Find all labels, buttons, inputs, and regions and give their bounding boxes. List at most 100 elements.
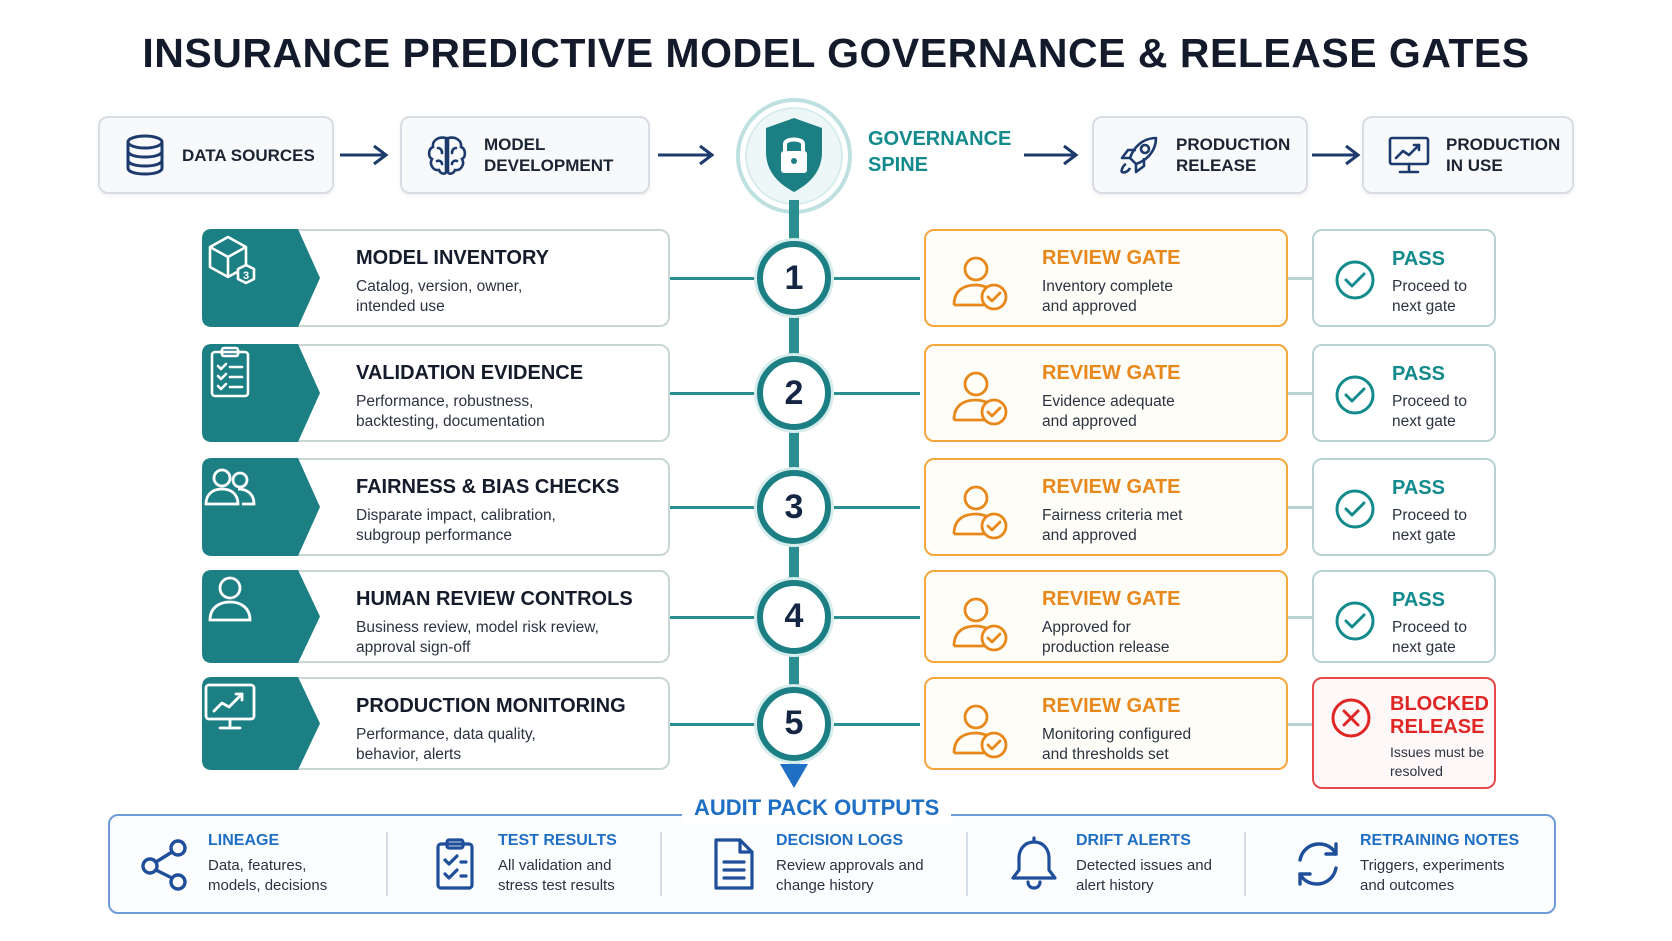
share-nodes-icon [141, 839, 187, 891]
stage-number: 2 [757, 356, 831, 430]
cube-icon: 3 [208, 235, 256, 285]
stage-card-5: PRODUCTION MONITORING Performance, data … [202, 677, 670, 770]
flow-production-release: PRODUCTION RELEASE [1092, 116, 1308, 194]
outcome-desc: Proceed to next gate [1392, 619, 1467, 656]
stage-number: 3 [757, 470, 831, 544]
x-circle-icon [1331, 698, 1371, 738]
document-icon [714, 838, 754, 890]
stage-desc: Business review, model risk review, appr… [356, 619, 599, 656]
reviewer-check-icon [952, 704, 1008, 759]
stage-tab-shape [202, 458, 320, 556]
clipboard-check-icon [436, 838, 474, 890]
review-gate-3: REVIEW GATE Fairness criteria met and ap… [924, 458, 1288, 556]
gate-connector [1288, 392, 1312, 395]
audit-item-title: TEST RESULTS [498, 832, 617, 849]
audit-divider [660, 832, 662, 896]
audit-item-desc: Triggers, experiments and outcomes [1360, 857, 1505, 894]
flow-model-development: MODEL DEVELOPMENT [400, 116, 650, 194]
governance-spine-label: GOVERNANCE SPINE [868, 128, 1012, 176]
gate-connector [1288, 277, 1312, 280]
outcome-pass-3: PASS Proceed to next gate [1312, 458, 1496, 556]
bell-icon [1011, 836, 1057, 890]
review-gate-2: REVIEW GATE Evidence adequate and approv… [924, 344, 1288, 442]
stage-title: HUMAN REVIEW CONTROLS [356, 588, 633, 610]
audit-item-decision-logs: DECISION LOGS Review approvals and chang… [706, 828, 966, 900]
stage-title: FAIRNESS & BIAS CHECKS [356, 476, 620, 498]
outcome-title: PASS [1392, 248, 1445, 270]
check-circle-icon [1335, 375, 1375, 415]
review-gate-1: REVIEW GATE Inventory complete and appro… [924, 229, 1288, 327]
audit-item-title: DECISION LOGS [776, 832, 904, 849]
gate-title: REVIEW GATE [1042, 695, 1181, 717]
gate-connector [1288, 615, 1312, 619]
arrow-right-icon [1024, 144, 1079, 166]
stage-tab-shape [202, 677, 320, 770]
stage-title: PRODUCTION MONITORING [356, 695, 626, 717]
audit-item-desc: Detected issues and alert history [1076, 857, 1212, 894]
gate-desc: Fairness criteria met and approved [1042, 507, 1183, 544]
flow-label: PRODUCTION IN USE [1446, 135, 1561, 175]
audit-divider [386, 832, 388, 896]
page-title: INSURANCE PREDICTIVE MODEL GOVERNANCE & … [142, 30, 1530, 76]
stage-tab-shape [202, 344, 320, 442]
monitor-chart-icon [204, 683, 256, 730]
audit-divider [966, 832, 968, 896]
review-gate-5: REVIEW GATE Monitoring configured and th… [924, 677, 1288, 770]
stage-icon-tab [202, 570, 320, 668]
arrow-down-icon [780, 764, 808, 788]
outcome-pass-2: PASS Proceed to next gate [1312, 344, 1496, 442]
flow-label: DATA SOURCES [182, 145, 315, 165]
refresh-icon [1298, 842, 1338, 886]
arrow-right-icon [340, 144, 389, 166]
reviewer-check-icon [952, 371, 1008, 426]
gate-desc: Approved for production release [1042, 619, 1170, 656]
user-icon [208, 576, 252, 622]
flow-production-in-use: PRODUCTION IN USE [1362, 116, 1574, 194]
arrow-right-icon [1312, 144, 1361, 166]
rocket-icon [1120, 136, 1158, 174]
outcome-desc: Proceed to next gate [1392, 507, 1467, 544]
gate-title: REVIEW GATE [1042, 588, 1181, 610]
audit-pack-frame [108, 814, 1556, 914]
stage-tab-shape [202, 229, 320, 327]
check-circle-icon [1335, 489, 1375, 529]
database-icon [126, 134, 164, 176]
stage-icon-tab [202, 677, 320, 775]
users-icon [204, 468, 256, 506]
arrow-right-icon [658, 144, 715, 166]
outcome-pass-4: PASS Proceed to next gate [1312, 570, 1496, 663]
audit-item-lineage: LINEAGE Data, features, models, decision… [138, 828, 388, 900]
audit-item-test-results: TEST RESULTS All validation and stress t… [428, 828, 668, 900]
audit-item-desc: Data, features, models, decisions [208, 857, 328, 894]
stage-title: MODEL INVENTORY [356, 247, 549, 269]
gate-desc: Inventory complete and approved [1042, 278, 1173, 315]
svg-text:3: 3 [243, 270, 249, 282]
stage-desc: Catalog, version, owner, intended use [356, 278, 523, 315]
gate-connector [1288, 506, 1312, 509]
outcome-blocked-5: BLOCKED RELEASE Issues must be resolved [1312, 677, 1496, 789]
audit-item-title: DRIFT ALERTS [1076, 832, 1191, 849]
gate-title: REVIEW GATE [1042, 247, 1181, 269]
audit-item-retraining-notes: RETRAINING NOTES Triggers, experiments a… [1290, 828, 1540, 900]
flow-label: MODEL DEVELOPMENT [484, 135, 614, 175]
check-circle-icon [1335, 601, 1375, 641]
reviewer-check-icon [952, 597, 1008, 652]
monitor-chart-icon [1388, 136, 1430, 174]
stage-tab-shape [202, 570, 320, 663]
stage-desc: Performance, robustness, backtesting, do… [356, 393, 545, 430]
stage-desc: Disparate impact, calibration, subgroup … [356, 507, 556, 544]
shield-lock-icon [736, 98, 852, 214]
stage-icon-tab: 3 [202, 229, 320, 327]
review-gate-4: REVIEW GATE Approved for production rele… [924, 570, 1288, 663]
stage-card-2: VALIDATION EVIDENCE Performance, robustn… [202, 344, 670, 442]
audit-divider [1244, 832, 1246, 896]
audit-item-title: RETRAINING NOTES [1360, 832, 1520, 849]
audit-item-title: LINEAGE [208, 832, 280, 849]
check-circle-icon [1335, 260, 1375, 300]
flow-label: PRODUCTION RELEASE [1176, 135, 1291, 175]
stage-card-3: FAIRNESS & BIAS CHECKS Disparate impact,… [202, 458, 670, 556]
reviewer-check-icon [952, 256, 1008, 311]
outcome-title: PASS [1392, 477, 1445, 499]
outcome-desc: Proceed to next gate [1392, 278, 1467, 315]
